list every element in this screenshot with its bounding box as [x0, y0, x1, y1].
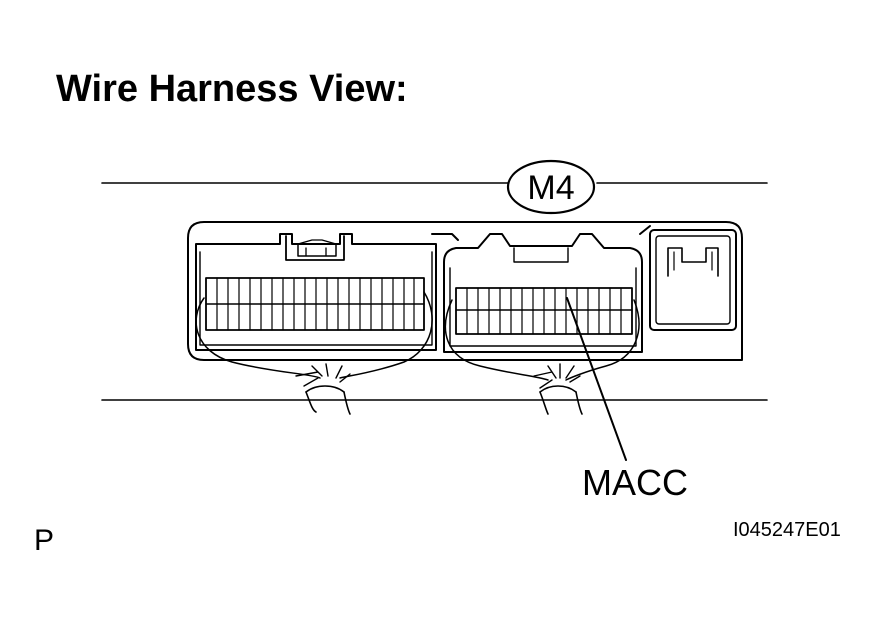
figure-id: I045247E01 — [733, 519, 841, 541]
reference-lines — [101, 182, 768, 401]
connector-left — [195, 233, 437, 415]
connector-id-oval — [506, 159, 596, 215]
page-title: Wire Harness View: — [56, 68, 408, 110]
connector-housing — [187, 221, 743, 361]
connector-aux — [649, 229, 737, 331]
connector-id-label: M4 — [527, 169, 574, 207]
macc-wire-label: MACC — [582, 462, 688, 503]
connector-right — [443, 233, 643, 415]
corner-mark: P — [34, 524, 55, 557]
macc-leader-line — [566, 297, 627, 461]
